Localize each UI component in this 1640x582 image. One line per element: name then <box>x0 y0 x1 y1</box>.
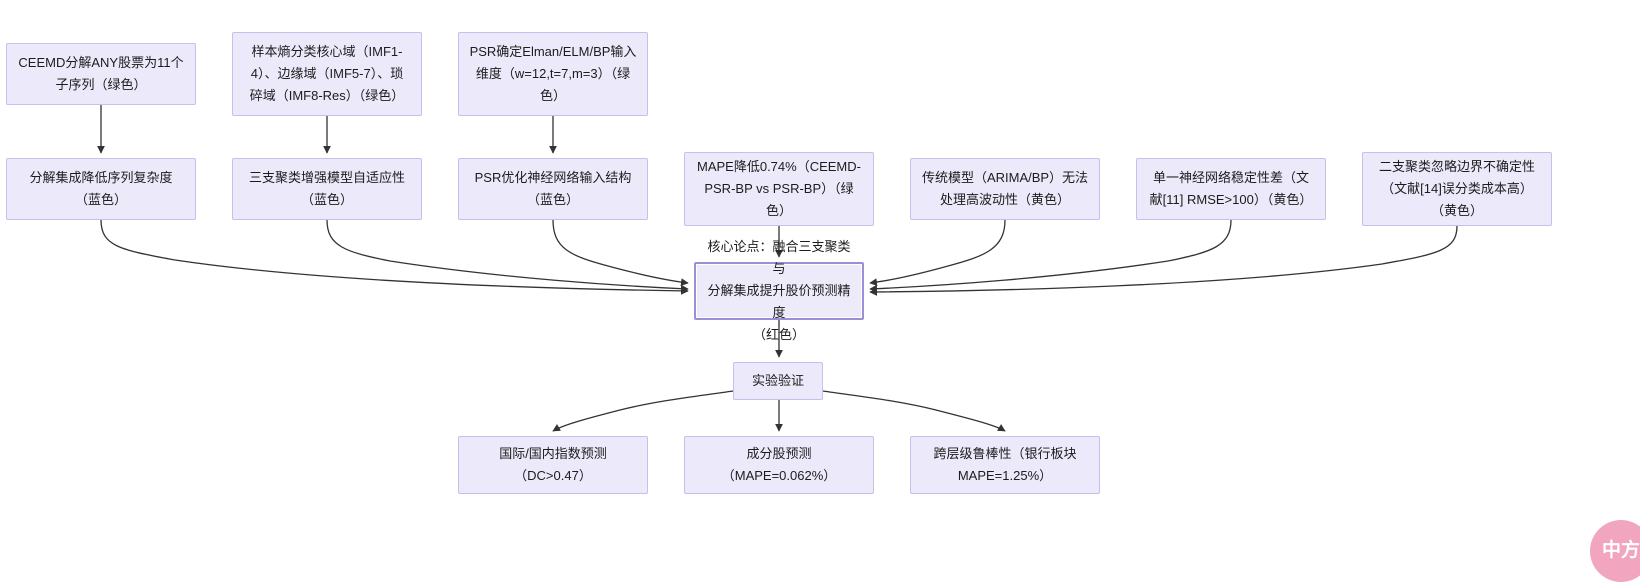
node-result-constituent-stock-prediction[interactable]: 成分股预测 （MAPE=0.062%） <box>684 436 874 494</box>
node-mape-reduction[interactable]: MAPE降低0.74%（CEEMD- PSR-BP vs PSR-BP）（绿 色… <box>684 152 874 226</box>
node-label: 传统模型（ARIMA/BP）无法 处理高波动性（黄色） <box>921 170 1089 207</box>
node-label: 实验验证 <box>751 373 804 388</box>
node-label: 三支聚类增强模型自适应性 （蓝色） <box>248 170 405 207</box>
node-label: 核心论点：融合三支聚类与 分解集成提升股价预测精度 （红色） <box>707 239 851 342</box>
watermark-line1: 中方 <box>1601 540 1640 561</box>
node-psr-optimizes-network-input[interactable]: PSR优化神经网络输入结构 （蓝色） <box>458 158 648 220</box>
node-label: 成分股预测 （MAPE=0.062%） <box>721 446 837 483</box>
watermark-badge: 中方 <box>1590 520 1640 582</box>
node-psr-input-dimension[interactable]: PSR确定Elman/ELM/BP输入 维度（w=12,t=7,m=3）（绿 色… <box>458 32 648 116</box>
node-sample-entropy-classification[interactable]: 样本熵分类核心域（IMF1- 4）、边缘域（IMF5-7）、琐 碎域（IMF8-… <box>232 32 422 116</box>
node-traditional-models-limitation[interactable]: 传统模型（ARIMA/BP）无法 处理高波动性（黄色） <box>910 158 1100 220</box>
edge-exp-r1 <box>552 390 734 432</box>
node-decomposition-reduces-complexity[interactable]: 分解集成降低序列复杂度 （蓝色） <box>6 158 196 220</box>
node-experiment-verification[interactable]: 实验验证 <box>733 362 823 400</box>
node-three-way-clustering-adaptivity[interactable]: 三支聚类增强模型自适应性 （蓝色） <box>232 158 422 220</box>
node-label: 国际/国内指数预测 （DC>0.47） <box>499 446 607 483</box>
node-label: MAPE降低0.74%（CEEMD- PSR-BP vs PSR-BP）（绿 色… <box>697 159 861 218</box>
edge-n10-core <box>869 225 1458 296</box>
edge-n4-core <box>100 219 689 295</box>
node-label: 单一神经网络稳定性差（文 献[11] RMSE>100）（黄色） <box>1149 170 1313 207</box>
node-result-cross-level-robustness[interactable]: 跨层级鲁棒性（银行板块 MAPE=1.25%） <box>910 436 1100 494</box>
node-label: PSR确定Elman/ELM/BP输入 维度（w=12,t=7,m=3）（绿 色… <box>469 44 637 103</box>
node-two-way-clustering-limitation[interactable]: 二支聚类忽略边界不确定性 （文献[14]误分类成本高） （黄色） <box>1362 152 1552 226</box>
edge-n9-core <box>869 219 1232 293</box>
node-result-index-prediction[interactable]: 国际/国内指数预测 （DC>0.47） <box>458 436 648 494</box>
edge-n5-core <box>326 219 689 293</box>
node-single-network-instability[interactable]: 单一神经网络稳定性差（文 献[11] RMSE>100）（黄色） <box>1136 158 1326 220</box>
edge-n8-core <box>869 219 1006 286</box>
node-core-thesis[interactable]: 核心论点：融合三支聚类与 分解集成提升股价预测精度 （红色） <box>694 239 864 342</box>
node-label: 样本熵分类核心域（IMF1- 4）、边缘域（IMF5-7）、琐 碎域（IMF8-… <box>249 44 405 103</box>
node-label: PSR优化神经网络输入结构 （蓝色） <box>474 170 632 207</box>
node-label: 跨层级鲁棒性（银行板块 MAPE=1.25%） <box>933 446 1077 483</box>
edge-exp-r3 <box>822 390 1006 432</box>
node-label: CEEMD分解ANY股票为11个 子序列（绿色） <box>18 55 184 92</box>
node-label: 分解集成降低序列复杂度 （蓝色） <box>29 170 173 207</box>
node-label: 二支聚类忽略边界不确定性 （文献[14]误分类成本高） （黄色） <box>1378 159 1535 218</box>
node-ceemd-decomposition[interactable]: CEEMD分解ANY股票为11个 子序列（绿色） <box>6 43 196 105</box>
edge-n6-core <box>552 219 689 286</box>
